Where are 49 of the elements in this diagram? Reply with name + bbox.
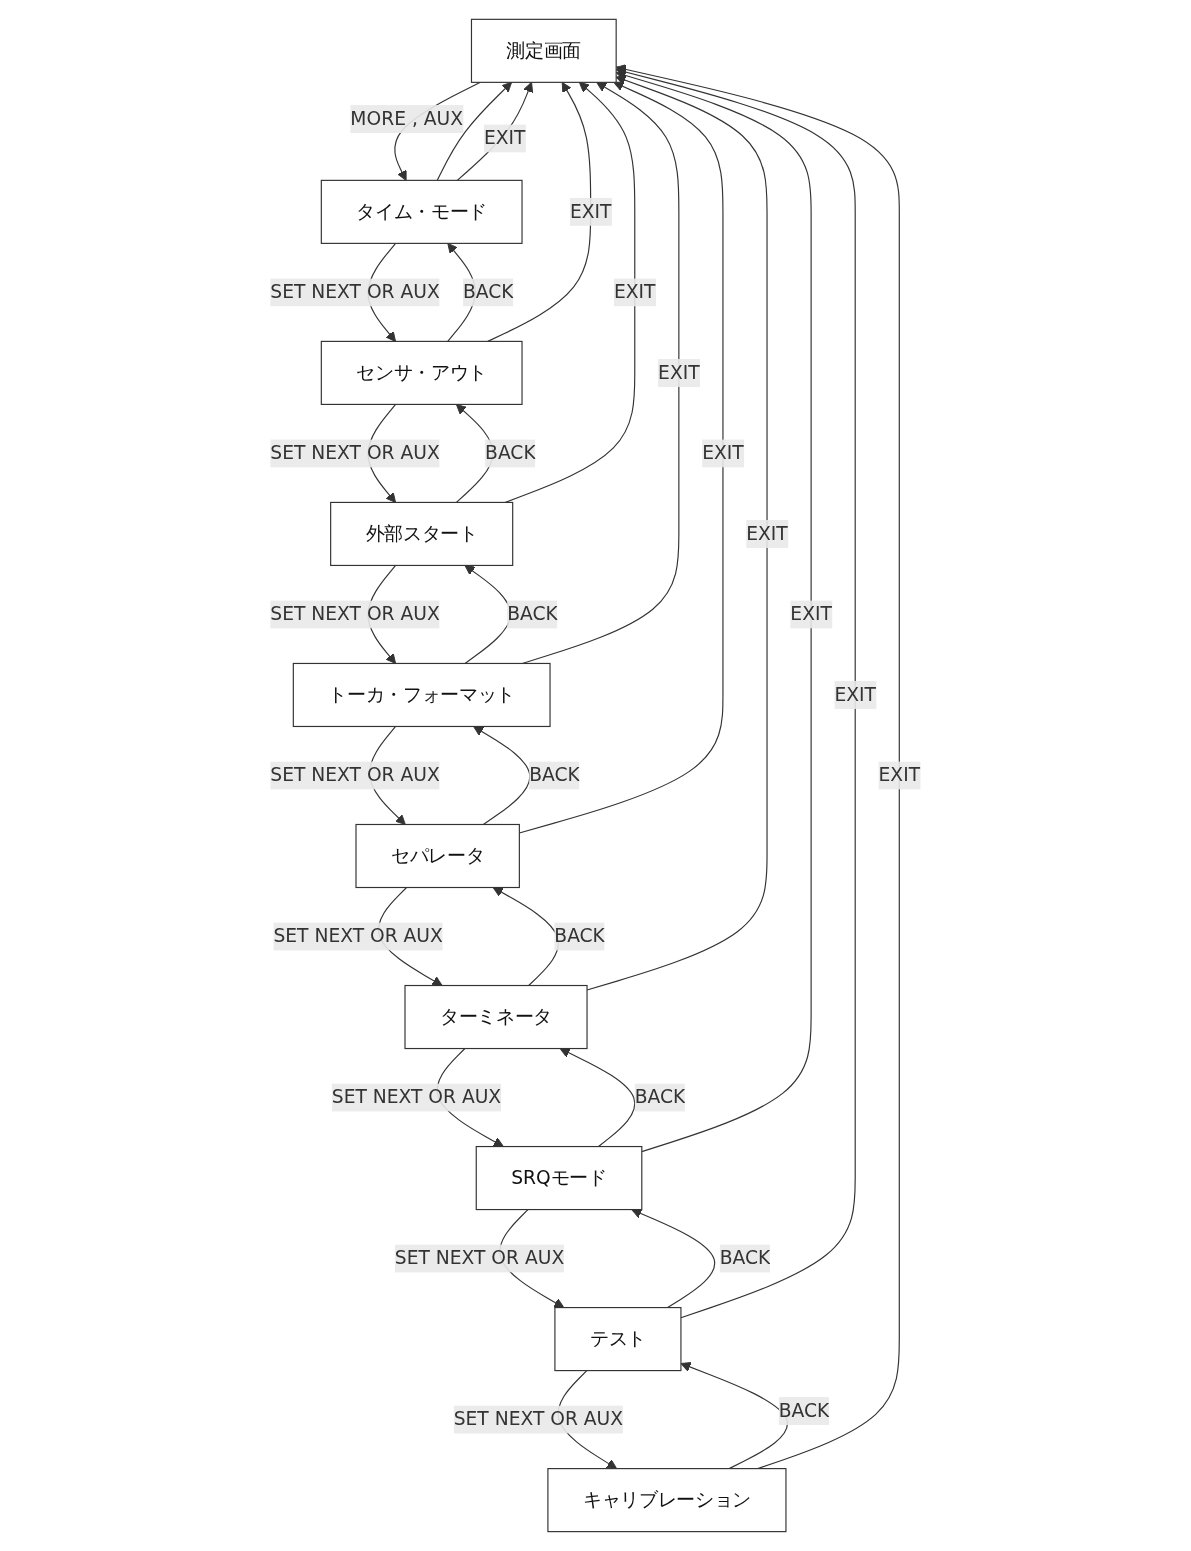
edge-label: SET NEXT OR AUX <box>270 441 441 464</box>
edge-label: BACK <box>463 280 514 303</box>
edge-label: EXIT <box>702 441 744 464</box>
edge-label: SET NEXT OR AUX <box>273 924 444 948</box>
node-box: ターミネータ <box>404 984 588 1050</box>
node-box: 測定画面 <box>471 18 618 83</box>
edge-label: BACK <box>779 1399 830 1422</box>
arrow <box>616 70 812 1153</box>
edge-label: SET NEXT OR AUX <box>270 763 441 786</box>
edge-label: SET NEXT OR AUX <box>270 280 441 303</box>
edge-label: EXIT <box>570 200 612 223</box>
edge-label: SET NEXT OR AUX <box>395 1246 565 1270</box>
arrow <box>616 66 857 1319</box>
arrow <box>437 81 513 181</box>
arrow <box>560 1048 636 1148</box>
edge-label: BACK <box>635 1085 686 1109</box>
edge-label: BACK <box>720 1246 771 1270</box>
edge-label: EXIT <box>834 683 877 706</box>
node-box: キャリブレーション <box>547 1468 787 1533</box>
node-box: 外部スタート <box>330 501 514 567</box>
edge-label: EXIT <box>746 522 789 545</box>
edge-label: EXIT <box>614 280 656 303</box>
arrow <box>616 64 901 1470</box>
edge-label: BACK <box>529 763 581 786</box>
arrow <box>473 726 531 826</box>
edge-label: BACK <box>507 602 558 625</box>
edge-label: EXIT <box>658 361 700 384</box>
node-box: センサ・アウト <box>321 340 523 405</box>
node-box: SRQモード <box>476 1145 643 1211</box>
edge-label: BACK <box>485 441 536 464</box>
node-box: トーカ・フォーマット <box>293 662 551 728</box>
edge-label: SET NEXT OR AUX <box>332 1085 502 1109</box>
node-box: タイム・モード <box>321 179 523 244</box>
edge-label: MORE , AUX <box>350 107 464 130</box>
edge-label: SET NEXT OR AUX <box>454 1407 624 1431</box>
arrow <box>586 75 768 991</box>
arrow <box>457 81 534 181</box>
arrow <box>522 81 680 665</box>
arrow <box>519 81 724 834</box>
node-box: セパレータ <box>355 823 521 889</box>
arrow <box>504 81 636 504</box>
edge-label: BACK <box>554 924 606 948</box>
edge-label: EXIT <box>878 763 921 786</box>
arrow <box>631 1208 716 1309</box>
arrow <box>487 81 592 342</box>
edge-label: SET NEXT OR AUX <box>270 602 441 625</box>
node-box: テスト <box>554 1307 682 1372</box>
edge-label: EXIT <box>484 126 526 149</box>
edge-label: EXIT <box>790 602 833 625</box>
